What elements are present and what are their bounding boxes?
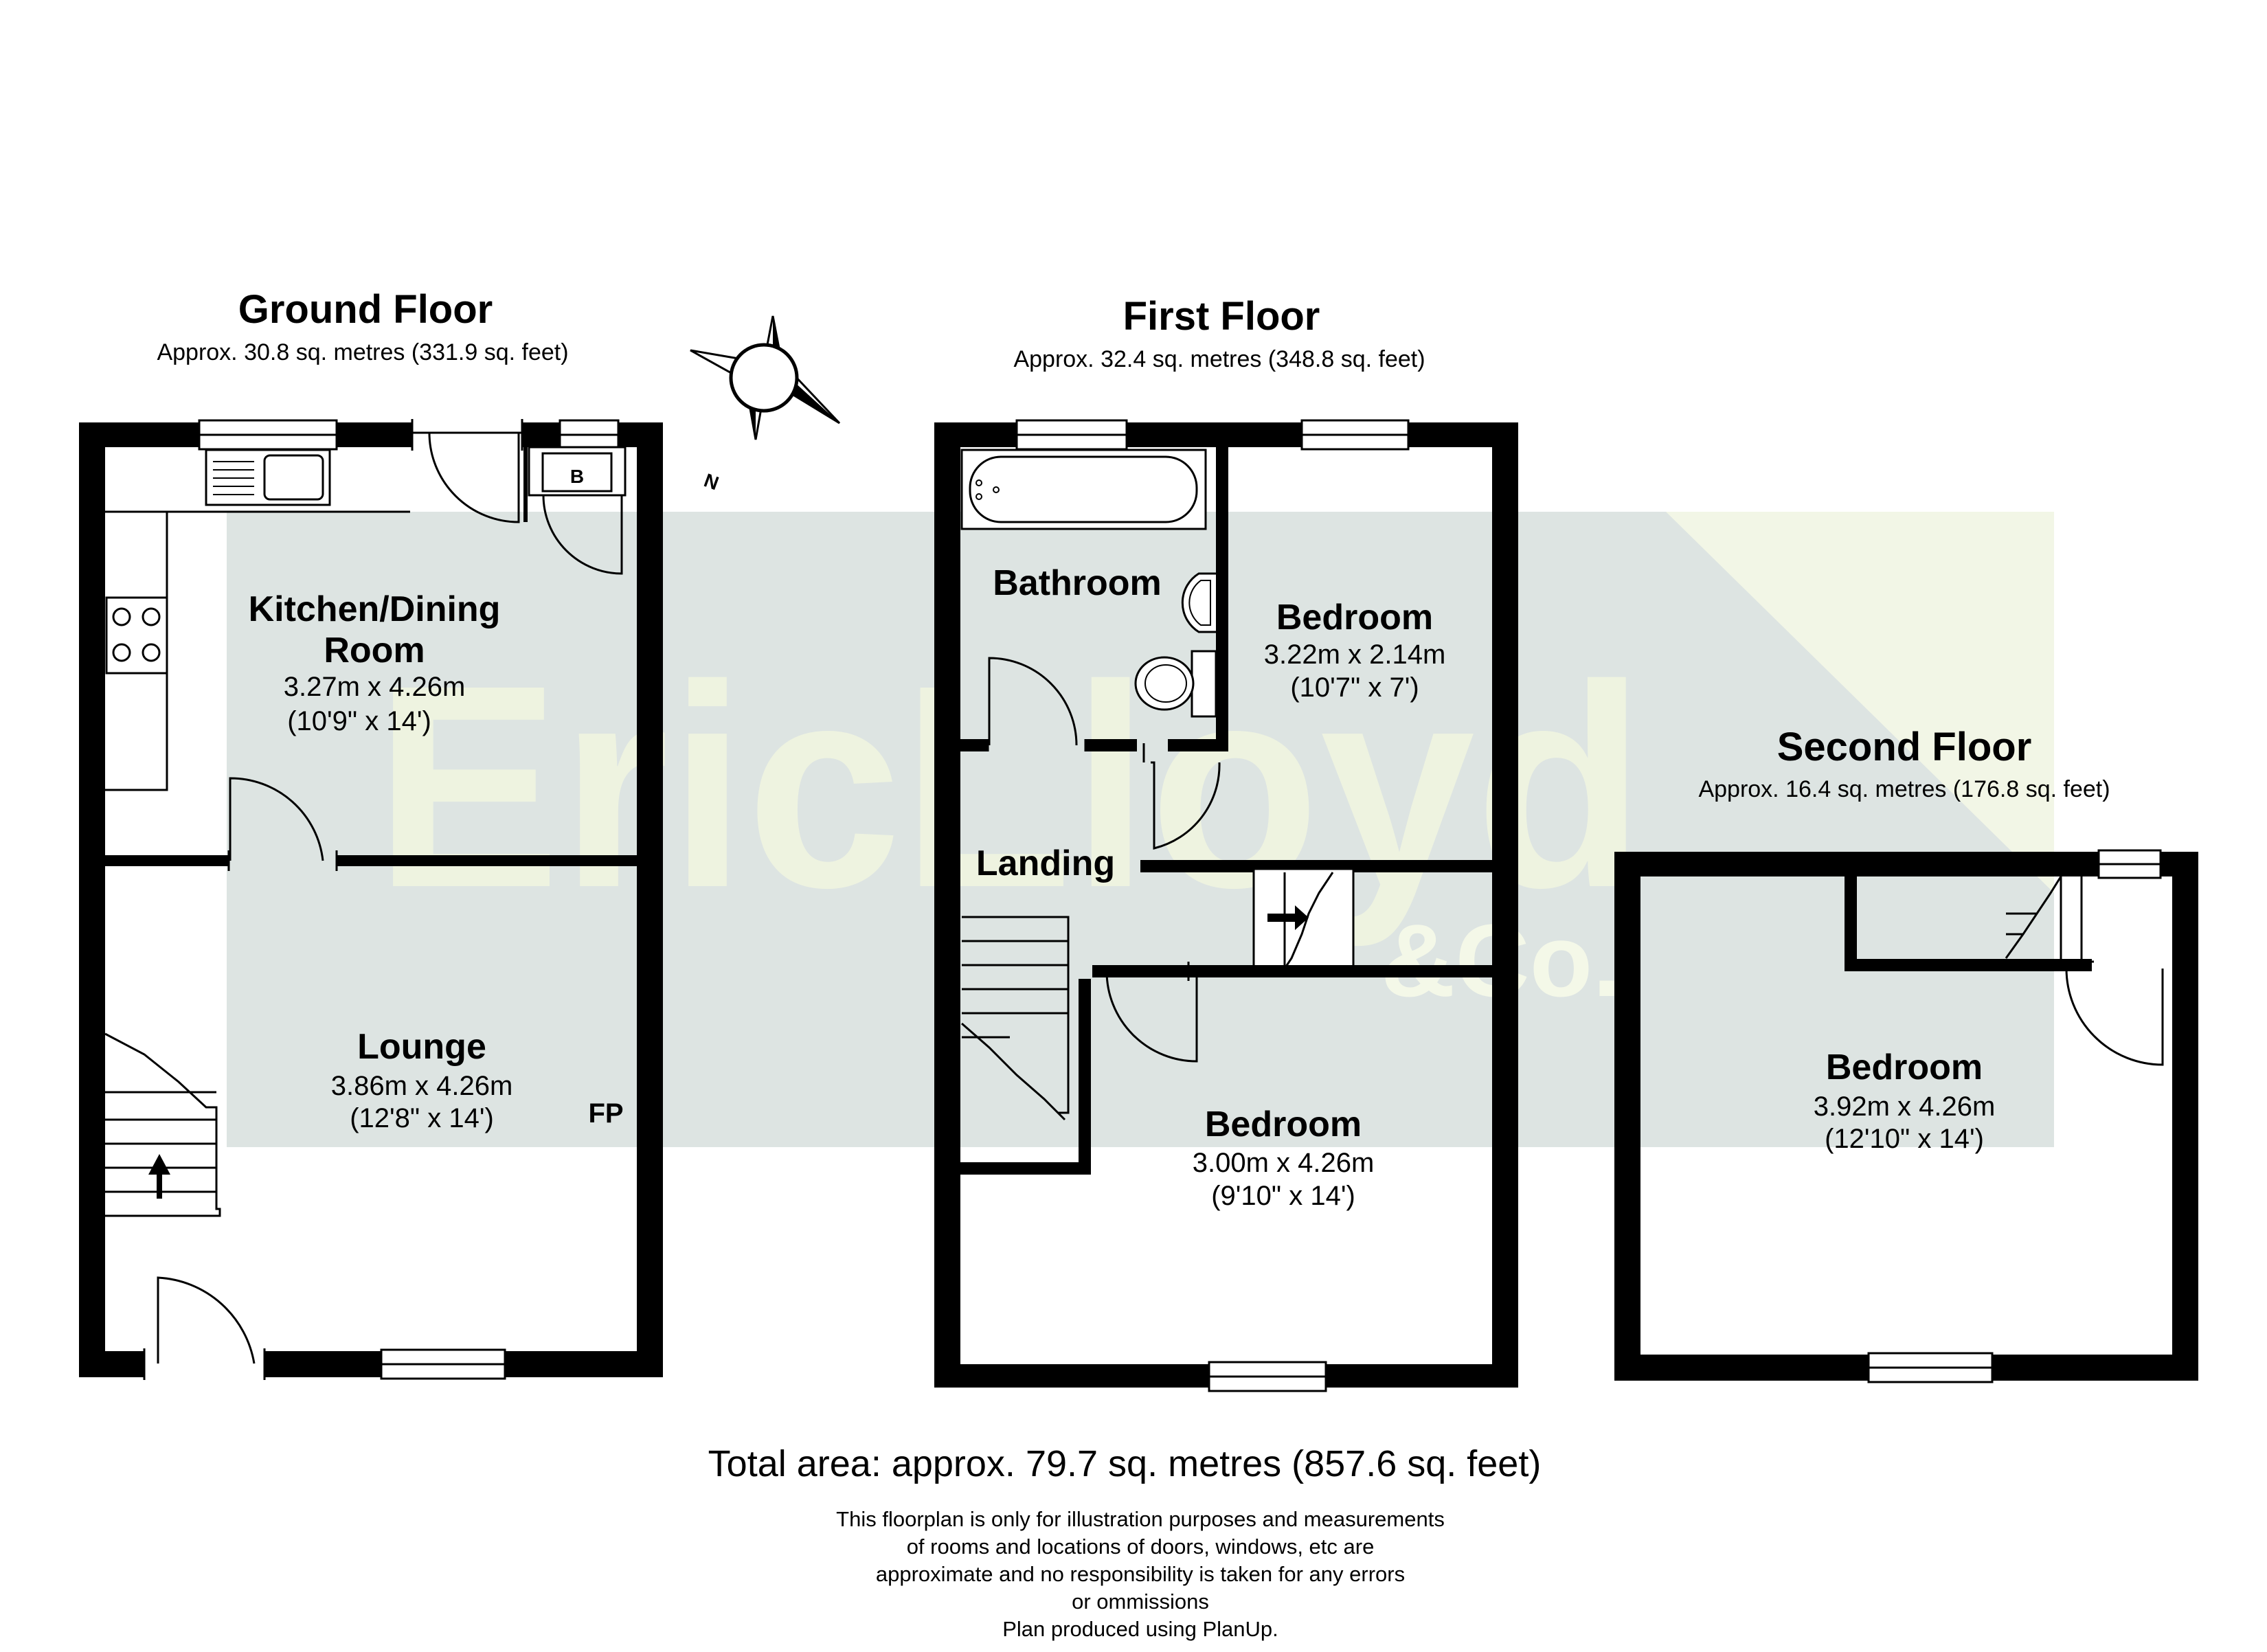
bath-tap [993,486,1000,493]
small-bedroom-name: Bedroom [1276,598,1434,637]
boiler-label: B [570,466,584,487]
cupboard-door-swing [542,495,623,575]
toilet-cistern [1191,650,1217,718]
toilet-bowl [1134,656,1195,711]
second-floor-plan [1614,849,2198,1383]
stairwell-wall [1845,959,2092,971]
second-floor-title: Second Floor [1777,725,2032,769]
second-bedroom-dim-metric: 3.92m x 4.26m [1813,1091,1996,1122]
disclaimer-line3: approximate and no responsibility is tak… [875,1562,1406,1586]
stairs-arrow [1267,905,1309,930]
bath-tap [975,493,982,500]
disclaimer-line1: This floorplan is only for illustration … [836,1507,1445,1531]
disclaimer-line4: or ommissions [1072,1589,1209,1614]
internal-wall [960,1162,1091,1175]
second-floor-area: Approx. 16.4 sq. metres (176.8 sq. feet) [1698,776,2110,802]
main-bedroom-dim-imperial: (9'10" x 14') [1211,1181,1355,1211]
bathroom-wall [1085,739,1137,751]
boiler [541,452,613,493]
kitchen-name-line2: Room [324,631,425,670]
first-floor-area: Approx. 32.4 sq. metres (348.8 sq. feet) [1013,346,1425,372]
kitchen-dim-imperial: (10'9" x 14') [287,706,431,736]
bedroom-door-swing [2065,968,2164,1066]
bath-tap [975,479,982,486]
bedroom-door-swing [1151,761,1221,850]
small-bedroom-dim-imperial: (10'7" x 7') [1290,672,1419,703]
internal-wall [1092,965,1492,977]
bathroom-wall [960,739,988,751]
watermark-text: EricLloyd [374,626,1645,949]
bathroom-wall [1216,447,1228,751]
back-door-swing [412,431,522,523]
sink-drainer [213,461,254,495]
stairs-up-arrow [148,1154,170,1199]
first-floor-plan [934,419,1518,1392]
bathroom-name: Bathroom [993,563,1162,603]
basin-inner [1188,580,1211,626]
front-door-swing [157,1276,256,1364]
front-door-opening [144,1348,264,1380]
ground-floor-plan: B [79,419,663,1380]
ground-staircase [104,1032,221,1217]
compass-icon: N [690,315,841,494]
total-area: Total area: approx. 79.7 sq. metres (857… [708,1443,1542,1484]
internal-door-swing [229,777,324,861]
bath-inner [969,455,1198,523]
kitchen-dim-metric: 3.27m x 4.26m [283,672,466,702]
second-staircase [2005,876,2083,962]
lounge-name: Lounge [357,1027,486,1067]
second-bedroom-name: Bedroom [1825,1048,1983,1087]
landing-name: Landing [975,844,1116,883]
internal-wall [1140,860,1492,872]
kitchen-name-line1: Kitchen/Dining [248,589,501,629]
disclaimer-line2: of rooms and locations of doors, windows… [906,1535,1375,1559]
stairwell-wall [1845,876,1857,971]
sink-bowl [263,454,324,501]
ground-floor-area: Approx. 30.8 sq. metres (331.9 sq. feet) [157,339,569,365]
lounge-dim-imperial: (12'8" x 14') [350,1103,494,1133]
bathroom-door-swing [988,657,1078,746]
main-bedroom-name: Bedroom [1204,1105,1362,1144]
watermark-triangle [1666,512,2054,893]
main-bedroom-dim-metric: 3.00m x 4.26m [1192,1148,1375,1178]
compass-label: N [701,469,722,494]
fireplace-label: FP [588,1098,624,1129]
internal-wall [105,855,229,866]
ground-floor-title: Ground Floor [238,287,493,332]
toilet-seat [1144,664,1187,703]
hob [105,596,168,675]
lounge-dim-metric: 3.86m x 4.26m [330,1071,513,1101]
second-bedroom-dim-imperial: (12'10" x 14') [1825,1124,1984,1154]
bedroom-door-swing [1105,971,1198,1063]
small-bedroom-dim-metric: 3.22m x 2.14m [1263,640,1446,670]
first-floor-title: First Floor [1123,294,1320,339]
first-staircase [961,916,1070,1121]
internal-wall [1079,979,1091,1175]
watermark: EricLloyd &Co. [227,512,2054,1147]
internal-wall [337,855,637,866]
bathroom-wall [1168,739,1228,751]
disclaimer-line5: Plan produced using PlanUp. [1002,1617,1278,1641]
